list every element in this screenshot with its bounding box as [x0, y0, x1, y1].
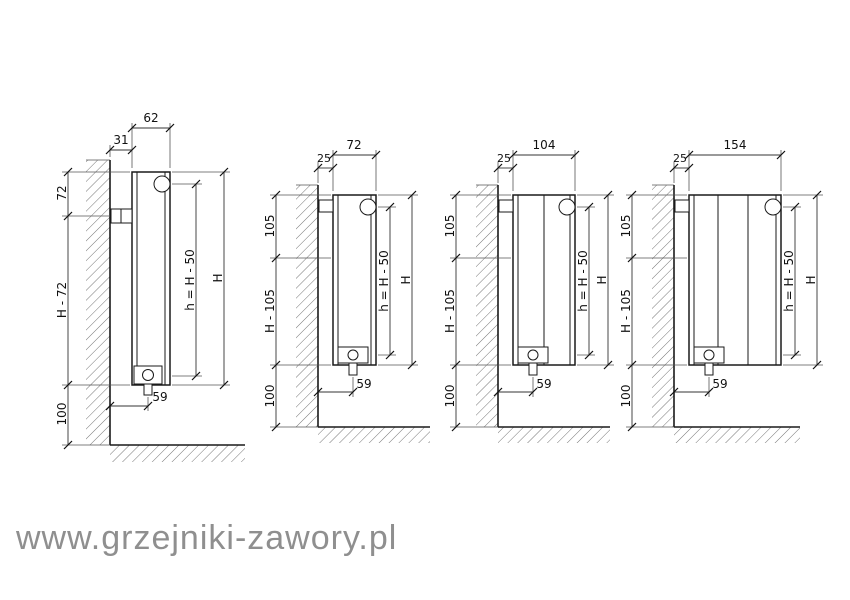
- bottom-valve: [133, 365, 163, 396]
- dim-total-height-label: H: [595, 275, 609, 284]
- dim-depth-label: 154: [724, 138, 747, 152]
- radiator-body: [332, 194, 377, 366]
- dim-wall-gap-label: 31: [113, 133, 128, 147]
- bottom-valve: [337, 346, 369, 376]
- dim-connection-height-label: h = H - 50: [183, 249, 197, 311]
- wall-hatch: [652, 185, 674, 427]
- bottom-pipe: [704, 362, 714, 376]
- dim-pipe-offset-label: 59: [356, 377, 371, 391]
- wall-hatch: [296, 185, 318, 427]
- technical-drawing: 62 31 72 H - 72 100 h = H - 50: [55, 111, 823, 462]
- dim-middle-left-label: H - 72: [55, 282, 69, 318]
- wall-hatch: [86, 160, 110, 445]
- wall-bracket: [318, 199, 334, 213]
- dim-total-height-label: H: [211, 273, 225, 282]
- dim-pipe-offset-label: 59: [536, 377, 551, 391]
- floor-hatch: [498, 427, 610, 443]
- floor-hatch: [318, 427, 430, 443]
- bottom-valve: [517, 346, 549, 376]
- watermark-text: www.grzejniki-zawory.pl: [16, 519, 398, 557]
- dim-wall-gap-label: 25: [317, 152, 331, 165]
- floor-hatch: [674, 427, 800, 443]
- dim-connection-height-label: h = H - 50: [576, 250, 590, 312]
- diagram-b: 25 72 105 H - 105 100 h = H - 50 H: [263, 138, 430, 443]
- dim-middle-left-label: H - 105: [443, 289, 457, 333]
- bottom-valve: [693, 346, 725, 376]
- dim-wall-gap-label: 25: [673, 152, 687, 165]
- top-connection-plug: [558, 198, 576, 216]
- dim-lower-left-label: 100: [263, 385, 277, 408]
- wall-bracket: [498, 199, 514, 213]
- diagram-d: 25 154 105 H - 105 100 h = H - 50 H: [619, 138, 823, 443]
- wall-bracket: [110, 208, 133, 224]
- radiator-body: [131, 171, 171, 386]
- diagram-a: 62 31 72 H - 72 100 h = H - 50: [55, 111, 245, 462]
- dimensions-a: 62 31 72 H - 72 100 h = H - 50: [55, 111, 230, 450]
- bottom-pipe: [143, 383, 153, 396]
- wall-bracket: [674, 199, 690, 213]
- dim-upper-left-label: 72: [55, 185, 69, 200]
- dim-total-height-label: H: [804, 275, 818, 284]
- dimensions-d: 25 154 105 H - 105 100 h = H - 50 H: [619, 138, 823, 432]
- dim-total-height-label: H: [399, 275, 413, 284]
- dim-depth-label: 72: [346, 138, 361, 152]
- bottom-pipe: [528, 362, 538, 376]
- dim-connection-height-label: h = H - 50: [782, 250, 796, 312]
- top-connection-plug: [764, 198, 782, 216]
- wall-hatch: [476, 185, 498, 427]
- dim-upper-left-label: 105: [443, 215, 457, 238]
- top-connection-plug: [153, 175, 171, 193]
- dim-lower-left-label: 100: [619, 385, 633, 408]
- dim-middle-left-label: H - 105: [619, 289, 633, 333]
- dim-upper-left-label: 105: [619, 215, 633, 238]
- dim-connection-height-label: h = H - 50: [377, 250, 391, 312]
- dim-middle-left-label: H - 105: [263, 289, 277, 333]
- dim-depth-label: 62: [143, 111, 158, 125]
- floor-hatch: [110, 445, 245, 462]
- dim-depth-label: 104: [533, 138, 556, 152]
- top-connection-plug: [359, 198, 377, 216]
- dim-upper-left-label: 105: [263, 215, 277, 238]
- dimensions-c: 25 104 105 H - 105 100 h = H - 50 H: [443, 138, 614, 432]
- dim-pipe-offset-label: 59: [152, 390, 167, 404]
- bottom-pipe: [348, 362, 358, 376]
- diagram-c: 25 104 105 H - 105 100 h = H - 50 H: [443, 138, 614, 443]
- dim-lower-left-label: 100: [443, 385, 457, 408]
- dimensions-b: 25 72 105 H - 105 100 h = H - 50 H: [263, 138, 418, 432]
- dim-wall-gap-label: 25: [497, 152, 511, 165]
- dim-pipe-offset-label: 59: [712, 377, 727, 391]
- dim-lower-left-label: 100: [55, 403, 69, 426]
- radiator-body: [688, 194, 782, 366]
